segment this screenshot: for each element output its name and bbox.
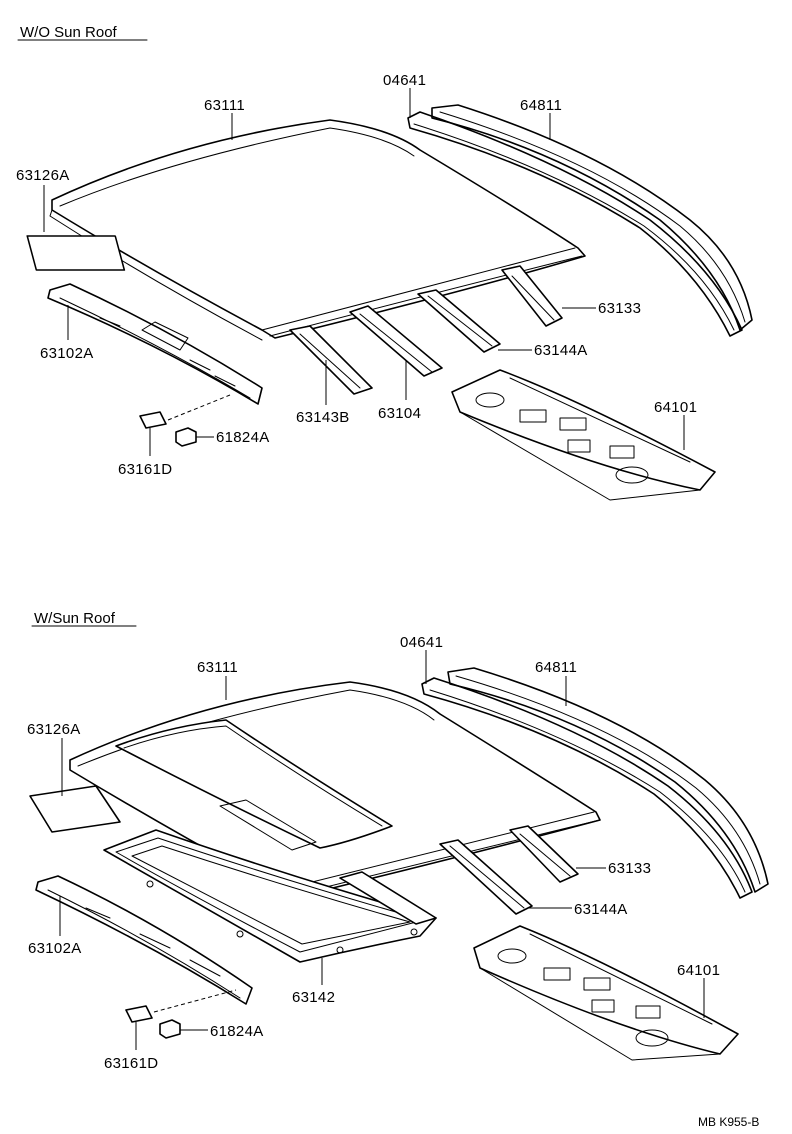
part-label-63102a-2: 63102A <box>28 940 82 957</box>
roof-silencer-pad-2 <box>29 785 121 833</box>
part-label-04641-2: 04641 <box>400 634 443 651</box>
roof-panel <box>49 119 586 341</box>
part-label-04641: 04641 <box>383 72 426 89</box>
reinforcement-rear-rail <box>339 871 437 925</box>
part-label-64101: 64101 <box>654 399 697 416</box>
cushion-63161d-2 <box>125 1005 153 1023</box>
part-label-63111-2: 63111 <box>197 659 238 676</box>
part-label-63133-2: 63133 <box>608 860 651 877</box>
part-label-63104: 63104 <box>378 405 421 422</box>
section-without-sunroof: W/O Sun Roof <box>16 24 753 501</box>
front-header-panel <box>47 283 263 405</box>
part-label-63142: 63142 <box>292 989 335 1006</box>
cushion-63161d <box>139 411 167 429</box>
part-label-63144a-2: 63144A <box>574 901 628 918</box>
part-label-63111: 63111 <box>204 97 245 114</box>
part-label-63161d: 63161D <box>118 461 172 478</box>
section-with-sunroof: W/Sun Roof <box>27 610 769 1072</box>
reinforcement-63133 <box>501 265 563 327</box>
roof-silencer-pad <box>26 235 126 271</box>
part-label-64811: 64811 <box>520 97 562 114</box>
rear-window-weatherstrip-2 <box>421 677 753 899</box>
roof-reinforcements-2 <box>339 825 579 925</box>
leader-lines-section1 <box>43 88 685 456</box>
part-label-63126a-2: 63126A <box>27 721 81 738</box>
part-label-64811-2: 64811 <box>535 659 577 676</box>
part-label-63102a: 63102A <box>40 345 94 362</box>
part-label-63143b: 63143B <box>296 409 350 426</box>
section-title-without-sunroof: W/O Sun Roof <box>20 24 118 41</box>
rear-window-glass-2 <box>447 667 769 893</box>
part-label-63133: 63133 <box>598 300 641 317</box>
roof-panel-2 <box>69 681 601 899</box>
rear-window-weatherstrip <box>407 111 743 337</box>
holder-61824a <box>175 427 197 447</box>
part-label-63161d-2: 63161D <box>104 1055 158 1072</box>
part-label-64101-2: 64101 <box>677 962 720 979</box>
package-tray-panel-2 <box>473 925 739 1061</box>
front-header-panel-2 <box>35 875 253 1005</box>
part-label-61824a: 61824A <box>216 429 270 446</box>
clip-and-holder-2 <box>125 989 237 1039</box>
part-label-63144a: 63144A <box>534 342 588 359</box>
package-tray-panel <box>451 369 716 501</box>
clip-and-holder <box>139 394 231 447</box>
holder-61824a-2 <box>159 1019 181 1039</box>
part-label-63126a: 63126A <box>16 167 70 184</box>
drawing-code: MB K955-B <box>698 1115 759 1129</box>
roof-reinforcements <box>289 265 563 395</box>
reinforcement-63104 <box>349 305 443 377</box>
rear-window-glass <box>431 104 753 331</box>
section-title-with-sunroof: W/Sun Roof <box>34 610 116 627</box>
leader-lines-section2 <box>59 650 705 1050</box>
part-label-61824a-2: 61824A <box>210 1023 264 1040</box>
